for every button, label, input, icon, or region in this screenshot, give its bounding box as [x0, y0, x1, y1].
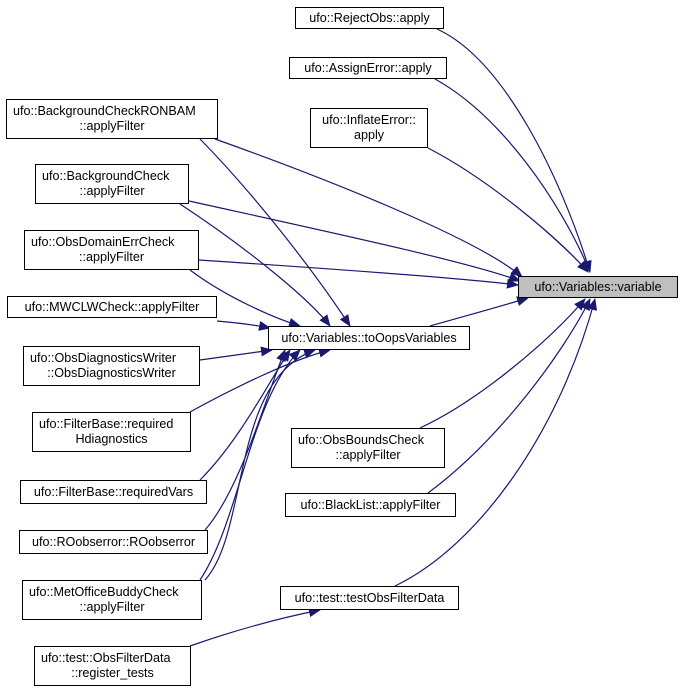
edge-bgronbam-to-toops — [199, 138, 351, 327]
node-blacklist-applyfilter[interactable]: ufo::BlackList::applyFilter — [285, 493, 456, 517]
edge-reqhdiag-to-toops — [189, 347, 331, 413]
node-label: ufo::FilterBase::required — [39, 417, 174, 431]
node-label: ufo::ROobserror::ROobserror — [31, 534, 196, 549]
node-rejectobs-apply[interactable]: ufo::RejectObs::apply — [295, 7, 444, 29]
node-test-testobsfilterdata[interactable]: ufo::test::testObsFilterData — [280, 586, 459, 610]
edge-toops-to-variable — [429, 296, 529, 327]
node-label: ufo::Variables::variable — [534, 279, 662, 294]
node-label: ufo::MWCLWCheck::applyFilter — [24, 299, 200, 314]
node-label: ufo::test::testObsFilterData — [294, 590, 445, 605]
edge-domainerr-to-toops — [189, 269, 301, 328]
node-backgroundcheck-applyfilter[interactable]: ufo::BackgroundCheck ::applyFilter — [35, 164, 189, 204]
edge-obsbounds-to-variable — [419, 298, 586, 429]
node-variables-tooopsvariables[interactable]: ufo::Variables::toOopsVariables — [268, 326, 470, 350]
node-label: ufo::FilterBase::requiredVars — [33, 484, 194, 499]
edge-register-to-testfilter — [189, 607, 321, 647]
node-variables-variable[interactable]: ufo::Variables::variable — [518, 276, 678, 298]
edge-testfilter-to-variable — [394, 298, 597, 587]
node-label: ufo::BackgroundCheck — [42, 169, 170, 183]
edges — [179, 28, 597, 647]
node-label: Hdiagnostics — [75, 432, 148, 446]
node-label: ufo::RejectObs::apply — [309, 10, 430, 25]
node-label: ufo::AssignError::apply — [304, 60, 432, 75]
node-obsboundscheck-applyfilter[interactable]: ufo::ObsBoundsCheck ::applyFilter — [291, 428, 445, 468]
edge-blacklist-to-variable — [427, 298, 591, 494]
edge-domainerr-to-variable — [198, 259, 519, 289]
node-obsdomainerrcheck-applyfilter[interactable]: ufo::ObsDomainErrCheck ::applyFilter — [24, 230, 199, 270]
edge-reject-to-variable — [436, 28, 592, 273]
node-test-obsfilterdata-register-tests[interactable]: ufo::test::ObsFilterData ::register_test… — [34, 646, 191, 686]
node-roobserror-roobserror[interactable]: ufo::ROobserror::ROobserror — [19, 530, 208, 554]
node-obsdiagnosticswriter[interactable]: ufo::ObsDiagnosticsWriter ::ObsDiagnosti… — [23, 346, 200, 386]
edge-mwclw-to-toops — [216, 320, 271, 331]
node-label: apply — [353, 128, 385, 142]
node-label: ::applyFilter — [79, 600, 145, 614]
node-label: ufo::ObsDiagnosticsWriter — [30, 351, 177, 365]
node-label: ::applyFilter — [78, 250, 145, 264]
node-backgroundcheckronbam-applyfilter[interactable]: ufo::BackgroundCheckRONBAM ::applyFilter — [6, 99, 218, 139]
edge-buddy-to-toops — [199, 349, 301, 581]
edge-diagwriter-to-toops — [199, 346, 273, 361]
node-label: ufo::BlackList::applyFilter — [300, 497, 441, 512]
edge-buddy-to-toops-2 — [204, 348, 316, 581]
node-label: ufo::test::ObsFilterData — [41, 651, 171, 665]
node-assignerror-apply[interactable]: ufo::AssignError::apply — [289, 57, 447, 79]
edge-roobs-to-toops — [204, 349, 286, 531]
node-label: ufo::Variables::toOopsVariables — [281, 330, 457, 345]
node-label: ufo::ObsDomainErrCheck — [31, 235, 175, 249]
node-metofficebuddycheck-applyfilter[interactable]: ufo::MetOfficeBuddyCheck ::applyFilter — [22, 580, 202, 620]
node-label: ufo::MetOfficeBuddyCheck — [29, 585, 179, 599]
node-label: ufo::InflateError:: — [322, 113, 416, 127]
node-label: ::ObsDiagnosticsWriter — [47, 366, 176, 380]
node-filterbase-requiredhdiagnostics[interactable]: ufo::FilterBase::required Hdiagnostics — [32, 412, 191, 452]
node-filterbase-requiredvars[interactable]: ufo::FilterBase::requiredVars — [20, 480, 207, 504]
node-label: ::applyFilter — [79, 184, 145, 198]
node-label: ::register_tests — [71, 666, 154, 680]
edge-bgcheck-to-toops — [179, 203, 331, 327]
edge-bgronbam-to-variable — [214, 138, 523, 278]
node-inflateerror-apply[interactable]: ufo::InflateError:: apply — [310, 108, 428, 148]
node-label: ufo::BackgroundCheckRONBAM — [13, 104, 196, 118]
node-label: ::applyFilter — [79, 119, 145, 133]
node-label: ::applyFilter — [335, 448, 401, 462]
edge-assign-to-variable — [434, 78, 591, 273]
node-label: ufo::ObsBoundsCheck — [298, 433, 425, 447]
edge-bgcheck-to-variable — [188, 200, 521, 282]
edge-inflate-to-variable — [427, 147, 589, 273]
node-mwclwcheck-applyfilter[interactable]: ufo::MWCLWCheck::applyFilter — [7, 296, 217, 318]
